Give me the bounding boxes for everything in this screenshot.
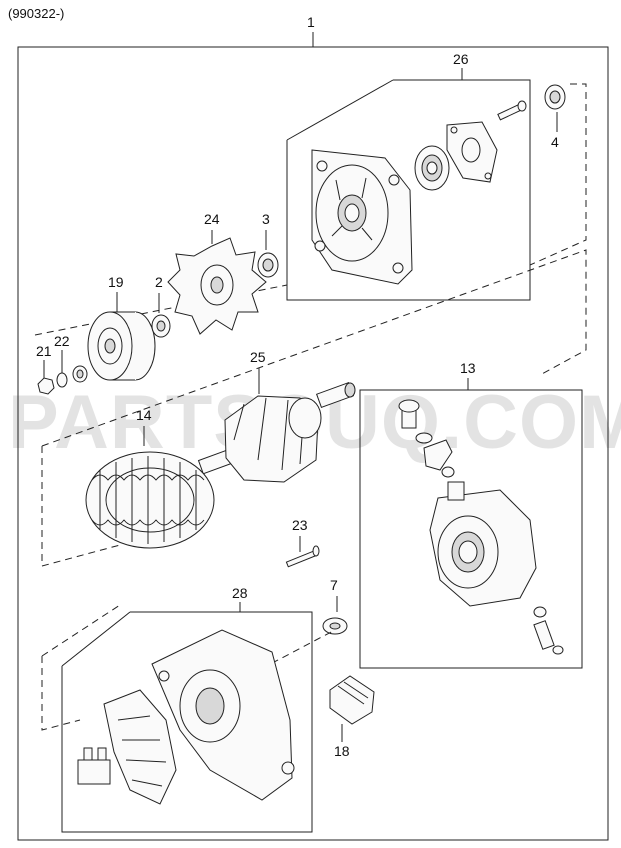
rear-bearing-part[interactable]: 3 (257, 211, 279, 278)
regulator-terminal[interactable] (77, 747, 111, 785)
pulley-part[interactable]: 19 (87, 274, 156, 381)
rear-cover-group: 13 (359, 360, 583, 669)
terminal-clip[interactable] (423, 439, 453, 471)
callout-23[interactable]: 23 (292, 517, 308, 533)
dashed-leader-upper-left (34, 284, 288, 336)
callout-22[interactable]: 22 (54, 333, 70, 349)
callout-26[interactable]: 26 (453, 51, 469, 67)
callout-2[interactable]: 2 (155, 274, 163, 290)
terminal-washer[interactable] (415, 432, 433, 444)
washer-7-part[interactable]: 7 (322, 577, 348, 635)
retainer-screw[interactable] (497, 100, 527, 121)
nut-washer-set[interactable]: 21 22 (36, 333, 88, 395)
callout-3[interactable]: 3 (262, 211, 270, 227)
front-bracket[interactable] (311, 149, 413, 285)
date-code-label: (990322-) (8, 6, 65, 21)
front-small-bearing[interactable]: 2 (151, 274, 171, 338)
bearing-retainer-plate[interactable] (446, 121, 498, 183)
rear-cover[interactable] (429, 481, 537, 607)
callout-7[interactable]: 7 (330, 577, 338, 593)
dashed-leader-mid (41, 249, 587, 447)
dashed-leader-upper (529, 83, 587, 266)
callout-1[interactable]: 1 (307, 14, 315, 30)
callout-18[interactable]: 18 (334, 743, 350, 759)
callout-4[interactable]: 4 (551, 134, 559, 150)
cover-stud[interactable] (533, 620, 564, 655)
dashed-leader-lower-2 (41, 604, 121, 657)
brush-holder-part[interactable]: 18 (329, 675, 375, 759)
front-bracket-group: 26 (286, 51, 531, 301)
callout-14[interactable]: 14 (136, 407, 152, 423)
callout-19[interactable]: 19 (108, 274, 124, 290)
cover-washer[interactable] (533, 606, 547, 618)
rear-bracket-housing[interactable] (151, 629, 295, 801)
callout-24[interactable]: 24 (204, 211, 220, 227)
rotor-part[interactable]: 25 (197, 349, 356, 483)
callout-28[interactable]: 28 (232, 585, 248, 601)
rectifier-plate[interactable] (103, 689, 177, 805)
dashed-leader-lower (41, 656, 81, 731)
dashed-leader-left (41, 446, 121, 567)
spacer-part[interactable]: 4 (544, 84, 566, 150)
terminal-ring[interactable] (441, 466, 455, 478)
front-bearing[interactable] (414, 145, 450, 191)
fan-part[interactable]: 24 (167, 211, 267, 335)
through-bolt-part[interactable]: 23 (285, 517, 320, 568)
callout-13[interactable]: 13 (460, 360, 476, 376)
assembly-frame: 1 (17, 14, 609, 841)
stator-part[interactable]: 14 (85, 407, 215, 549)
callout-25[interactable]: 25 (250, 349, 266, 365)
callout-21[interactable]: 21 (36, 343, 52, 359)
rear-bracket-group: 28 (61, 585, 313, 833)
terminal-bolt[interactable] (398, 399, 420, 429)
